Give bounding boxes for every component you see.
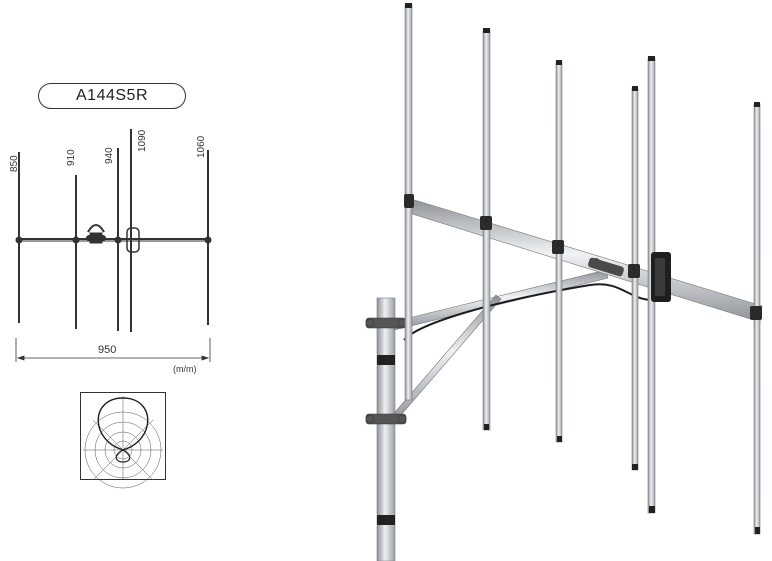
antenna-photo: [365, 3, 763, 561]
radiation-pattern-chart: [80, 392, 166, 489]
boom: [405, 197, 763, 323]
boom-length-label: 950: [98, 344, 117, 356]
model-name-label: A144S5R: [38, 83, 186, 109]
antenna-line-diagram: [15, 129, 212, 362]
main-lobe: [97, 397, 149, 451]
element-rod-radiator-a: [631, 87, 639, 471]
back-lobe: [115, 449, 131, 463]
model-name-text: A144S5R: [76, 87, 148, 104]
unit-label: (m/m): [173, 364, 197, 374]
feed-cable: [403, 283, 653, 341]
